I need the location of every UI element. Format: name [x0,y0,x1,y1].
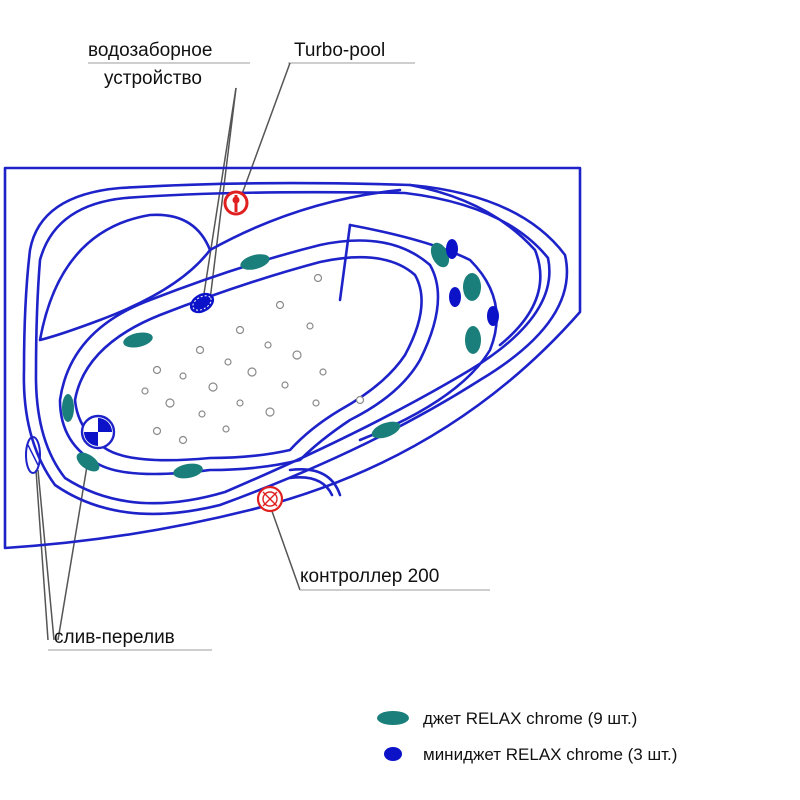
water-intake-label-line2: устройство [104,68,202,89]
minijet-3 [446,239,458,259]
jet-5 [173,463,203,479]
bathtub-rim-inner [34,190,551,505]
legend-minijet-swatch [384,747,402,761]
water-intake-icon [189,292,215,314]
minijet-large [80,414,116,450]
seat-divider-top [208,188,402,252]
jet-4 [76,452,100,472]
controller-icon [256,485,284,513]
jet-2 [123,332,153,348]
legend-jet-swatch [377,711,409,725]
minijet-2 [487,306,499,326]
legend-jet-label: джет RELAX chrome (9 шт.) [423,709,637,728]
jet-8 [463,273,481,301]
bathtub-outer-rim [22,181,569,516]
right-ledge-outer [408,183,542,347]
foot-bump [288,468,342,497]
minijets [446,239,499,326]
jets [62,242,481,479]
headrest-left [38,213,212,342]
drain-overflow-icon [25,436,41,474]
controller-label: контроллер 200 [300,566,439,587]
jet-1 [240,254,270,270]
jet-9 [465,326,481,354]
inner-basin [58,239,440,476]
legend: джет RELAX chrome (9 шт.) миниджет RELAX… [377,709,677,764]
inner-basin-lip [73,255,423,462]
turbo-pool-label: Turbo-pool [294,40,385,61]
jet-3 [62,394,74,422]
water-intake-label-line1: водозаборное [88,40,212,61]
right-ledge-inner [348,223,498,442]
legend-minijet-label: миниджет RELAX chrome (3 шт.) [423,745,677,764]
seat-divider-vertical [338,223,352,302]
jet-7 [430,242,450,268]
air-nozzles [141,273,365,445]
overflow-label: слив-перелив [54,627,175,648]
jet-6 [371,421,401,439]
leader-lines [35,62,490,651]
turbo-pool-icon [223,190,249,216]
minijet-1 [449,287,461,307]
